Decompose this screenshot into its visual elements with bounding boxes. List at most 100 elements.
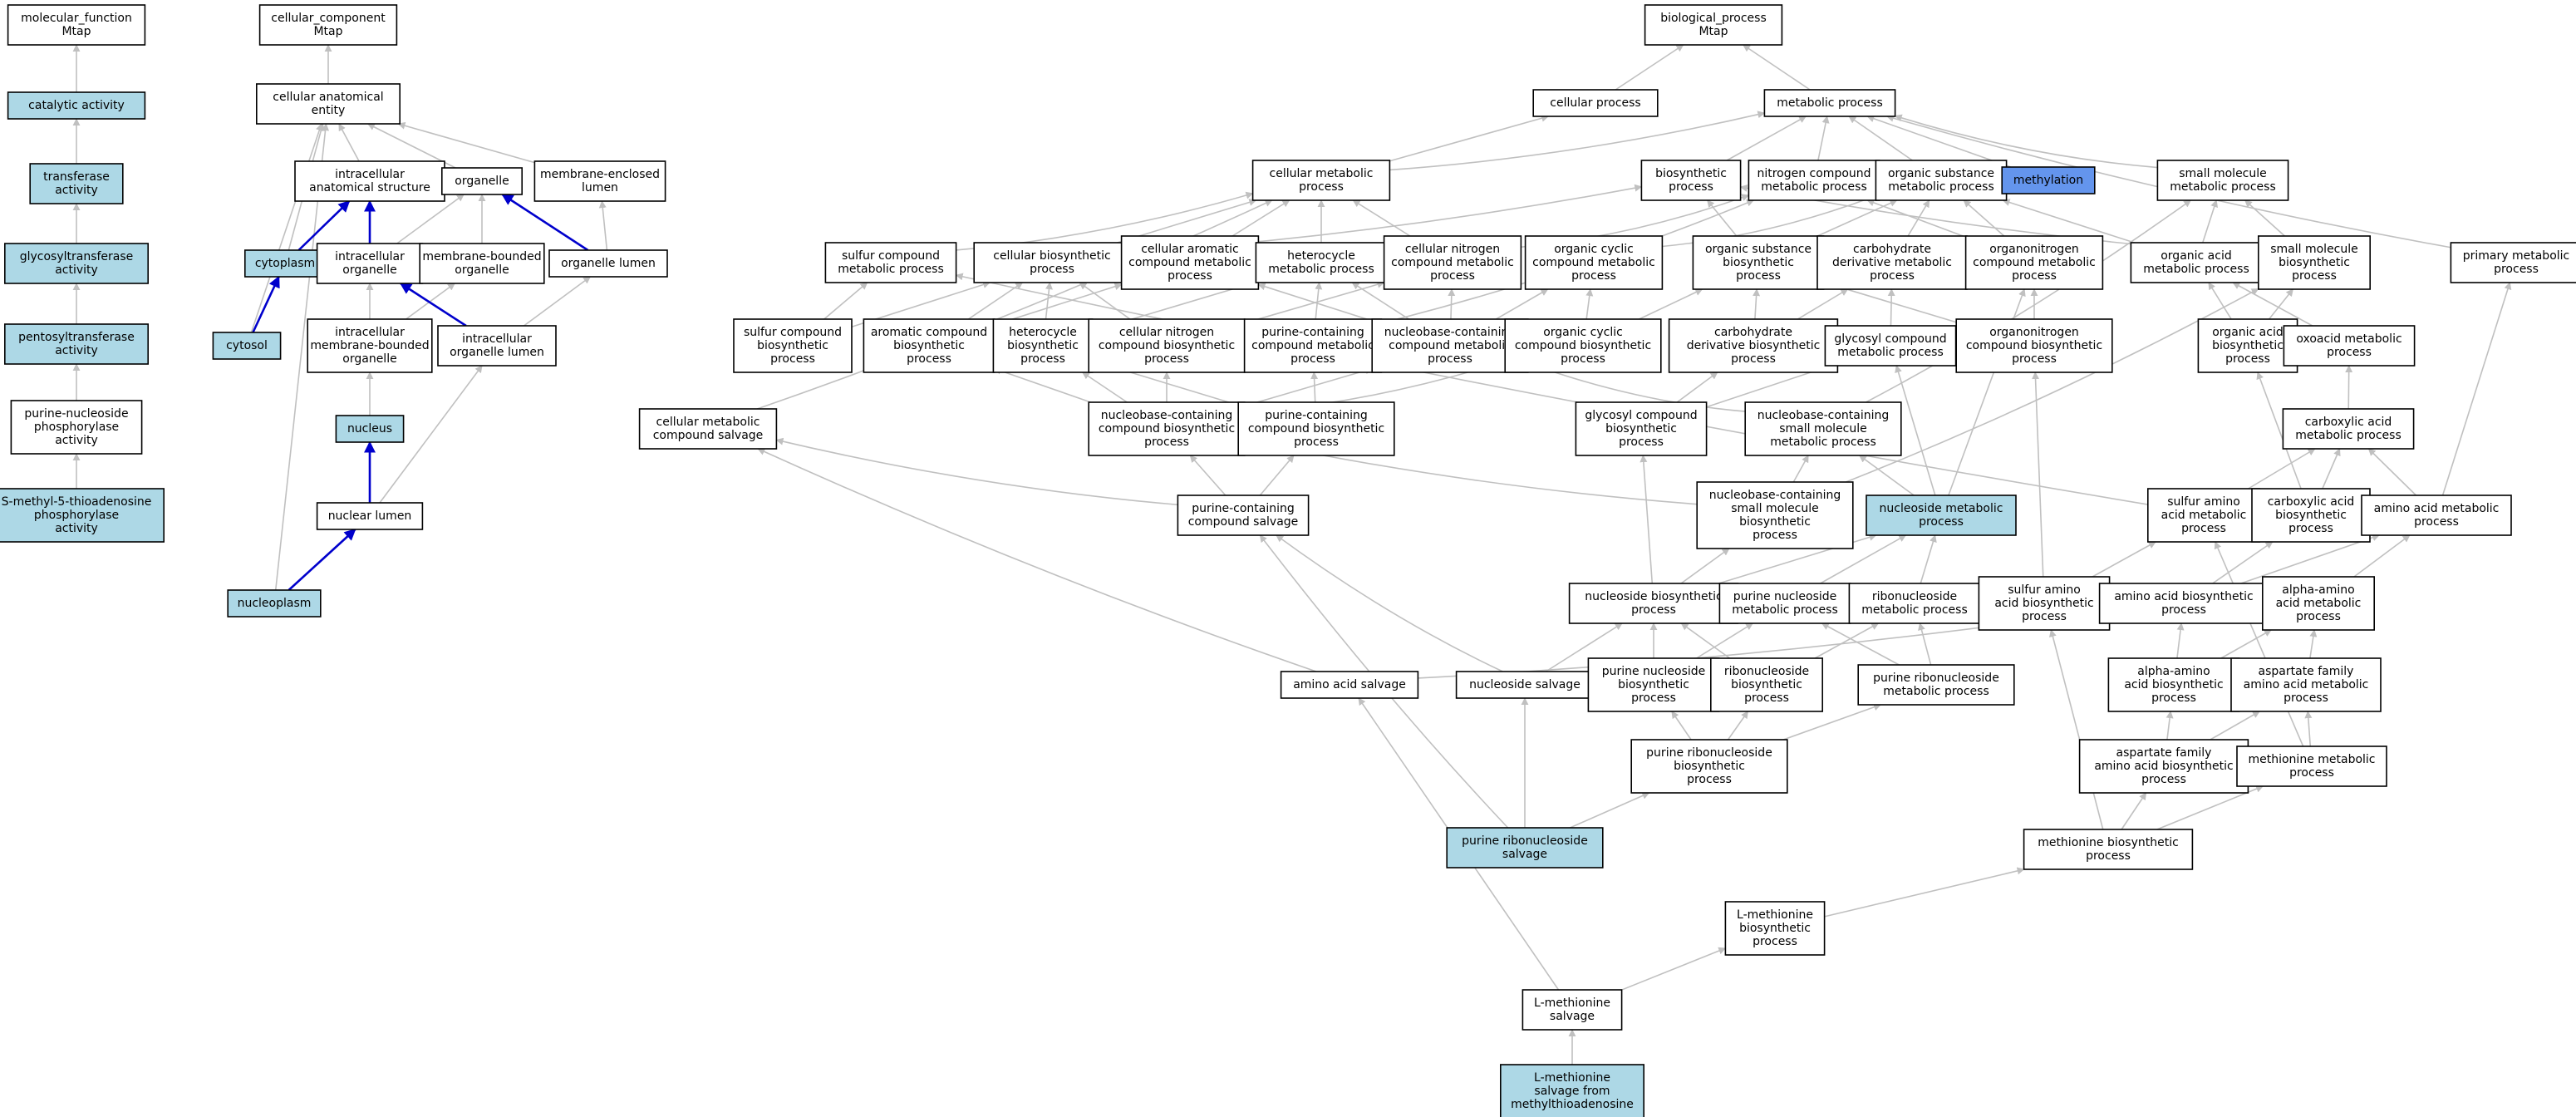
edge-smmp-to-mp: [1894, 114, 2158, 169]
go-term-node-nucleoplasm: nucleoplasm: [227, 589, 322, 618]
go-term-box: [1875, 160, 2008, 201]
edge-cyto-to-ias: [297, 200, 351, 251]
edge-pnbp-to-pnmp: [1696, 622, 1754, 659]
go-term-box: [992, 318, 1094, 373]
go-term-label: small molecule: [2179, 167, 2267, 180]
go-term-box: [1237, 401, 1395, 456]
go-term-label: biosynthetic: [893, 339, 965, 352]
go-term-box: [2147, 488, 2261, 543]
go-term-label: cellular nitrogen: [1119, 326, 1214, 339]
go-term-label: metabolic process: [1777, 96, 1883, 110]
edge-afaamp-to-alaamp: [2309, 629, 2318, 659]
go-term-label: process: [2414, 515, 2459, 529]
go-term-box: [1696, 481, 1854, 549]
go-term-label: transferase: [43, 170, 110, 184]
go-term-label: metabolic process: [838, 263, 944, 276]
go-term-box: [863, 318, 995, 373]
go-term-label: compound salvage: [1188, 515, 1299, 529]
go-term-label: process: [2012, 269, 2057, 283]
edge-nccbp-to-acbp: [993, 367, 1091, 403]
go-term-label: cellular_component: [271, 12, 386, 25]
go-term-label: process: [2181, 522, 2226, 535]
go-term-box: [1383, 235, 1522, 290]
go-term-label: nucleobase-containing: [1757, 409, 1890, 422]
go-term-node-cytosol: cytosol: [212, 332, 282, 360]
go-term-label: biosynthetic: [1618, 678, 1689, 691]
edge-osbp-to-bsp: [1707, 199, 1738, 237]
go-term-label: nucleobase-containing: [1101, 409, 1233, 422]
go-term-box: [2262, 576, 2376, 631]
go-term-label: purine-containing: [1265, 409, 1368, 422]
go-term-label: organelle: [455, 263, 509, 277]
go-term-label: ribonucleoside: [1724, 665, 1809, 678]
go-term-box: [2078, 739, 2249, 794]
go-term-label: heterocycle: [1009, 326, 1077, 339]
go-term-label: salvage: [1550, 1010, 1595, 1023]
go-term-box: [255, 83, 401, 125]
go-term-label: process: [1299, 180, 1344, 194]
go-term-box: [2197, 318, 2298, 373]
go-term-label: activity: [55, 263, 98, 277]
go-term-label: organic substance: [1888, 167, 1994, 180]
go-term-label: organelle: [455, 175, 509, 188]
edge-cdbp-to-osbp: [1753, 288, 1761, 320]
go-term-node-ns: nucleoside salvage: [1455, 671, 1595, 699]
go-term-box: [1763, 89, 1896, 117]
go-term-node-cat: catalytic activity: [7, 91, 146, 120]
edge-cncbp-to-cbp: [1079, 282, 1131, 320]
edge-scbp-to-scmp: [823, 282, 868, 320]
go-term-box: [7, 91, 146, 120]
edge-nccmp-to-hmp: [1351, 282, 1409, 320]
go-term-label: compound biosynthetic: [1099, 339, 1235, 352]
go-term-label: organic cyclic: [1554, 243, 1634, 256]
go-term-box: [2230, 657, 2382, 712]
go-term-label: aspartate family: [2116, 746, 2212, 760]
edge-oabp-to-smbp: [2268, 288, 2294, 320]
go-term-label: glycosyl compound: [1585, 409, 1697, 422]
edge-nbp-to-gcbp: [1639, 455, 1654, 584]
go-term-label: process: [2283, 691, 2328, 705]
edge-cabp-to-oabp: [2256, 372, 2302, 490]
go-term-label: process: [1030, 263, 1074, 276]
edge-nccbp-to-hbp: [1081, 372, 1128, 403]
go-term-label: process: [1753, 935, 1797, 948]
go-term-label: methylthioadenosine: [1511, 1098, 1634, 1111]
go-term-box: [1371, 318, 1529, 373]
go-term-box: [548, 249, 668, 278]
go-term-label: organelle lumen: [561, 257, 656, 270]
edge-metbp-to-afaabp: [2121, 792, 2147, 830]
go-term-label: process: [1631, 691, 1676, 705]
edge-sabp-to-oncbp: [2032, 372, 2044, 578]
go-term-box: [437, 325, 557, 367]
go-term-label: process: [1753, 529, 1797, 542]
go-term-label: process: [1731, 352, 1776, 366]
go-term-label: compound biosynthetic: [1248, 422, 1384, 435]
go-term-label: alpha-amino: [2137, 665, 2210, 678]
edge-prnbp-to-pnbp: [1671, 711, 1692, 741]
go-term-label: organonitrogen: [1989, 243, 2079, 256]
edge-acbp-to-cbp: [967, 282, 1024, 320]
go-term-node-ol: organelle lumen: [548, 249, 668, 278]
go-term-box: [419, 243, 545, 284]
go-term-label: cytoplasm: [255, 257, 315, 270]
go-term-box: [1668, 318, 1839, 373]
